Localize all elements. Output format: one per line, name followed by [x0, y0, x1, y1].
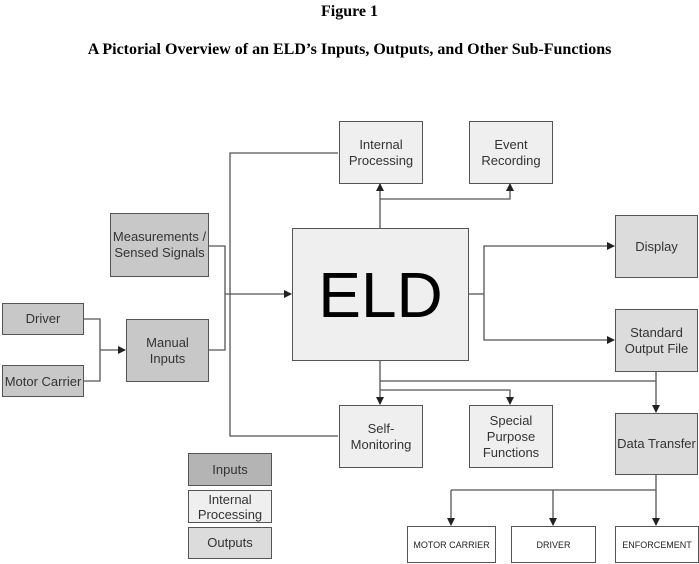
legend-inputs: Inputs — [188, 453, 272, 486]
eld-label: ELD — [318, 258, 443, 331]
internal-processing-box: Internal Processing — [339, 121, 423, 184]
data-transfer-label: Data Transfer — [617, 436, 696, 451]
motor-carrier-label: Motor Carrier — [4, 373, 82, 389]
legend-outputs-label: Outputs — [207, 535, 253, 550]
standard-output-file-label: Standard Output File — [624, 324, 689, 356]
connector-driver — [84, 318, 101, 350]
measurements-label: Measurements / Sensed Signals — [112, 229, 207, 260]
display-label: Display — [635, 238, 678, 254]
event-recording-label: Event Recording — [481, 136, 541, 168]
dest-motor-carrier-label: MOTOR CARRIER — [413, 539, 490, 550]
manual-inputs-box: Manual Inputs — [126, 319, 209, 382]
measurements-box: Measurements / Sensed Signals — [110, 213, 209, 277]
dest-driver-label: DRIVER — [536, 539, 571, 550]
internal-processing-label: Internal Processing — [348, 136, 414, 168]
event-recording-box: Event Recording — [469, 121, 553, 184]
legend-internal-processing: Internal Processing — [188, 490, 272, 523]
figure-title: A Pictorial Overview of an ELD’s Inputs,… — [87, 41, 612, 58]
data-transfer-box: Data Transfer — [615, 413, 698, 475]
special-purpose-box: Special Purpose Functions — [469, 405, 553, 468]
dest-enforcement-label: ENFORCEMENT — [622, 539, 692, 550]
connector-measurements — [209, 245, 226, 351]
dest-driver-box: DRIVER — [511, 526, 596, 563]
legend-outputs: Outputs — [188, 527, 272, 559]
figure-label: Figure 1 — [320, 3, 379, 20]
motor-carrier-box: Motor Carrier — [2, 365, 84, 397]
legend-internal-processing-label: Internal Processing — [197, 491, 263, 522]
driver-label: Driver — [25, 311, 61, 326]
manual-inputs-label: Manual Inputs — [146, 334, 189, 366]
eld-box: ELD — [292, 228, 469, 361]
self-monitoring-box: Self-Monitoring — [339, 405, 423, 468]
driver-box: Driver — [2, 303, 84, 335]
arrow-to-display — [483, 242, 615, 294]
standard-output-file-box: Standard Output File — [615, 309, 698, 372]
arrow-to-standard-output — [483, 294, 615, 344]
arrow-to-special-purpose — [380, 389, 514, 405]
self-monitoring-label: Self-Monitoring — [350, 420, 412, 452]
dest-enforcement-box: ENFORCEMENT — [615, 526, 699, 563]
arrow-to-event-recording — [380, 183, 514, 200]
display-box: Display — [615, 215, 698, 278]
dest-motor-carrier-box: MOTOR CARRIER — [407, 526, 496, 563]
special-purpose-label: Special Purpose Functions — [482, 412, 540, 460]
legend-inputs-label: Inputs — [212, 461, 248, 477]
connector-motor-carrier — [84, 350, 101, 382]
